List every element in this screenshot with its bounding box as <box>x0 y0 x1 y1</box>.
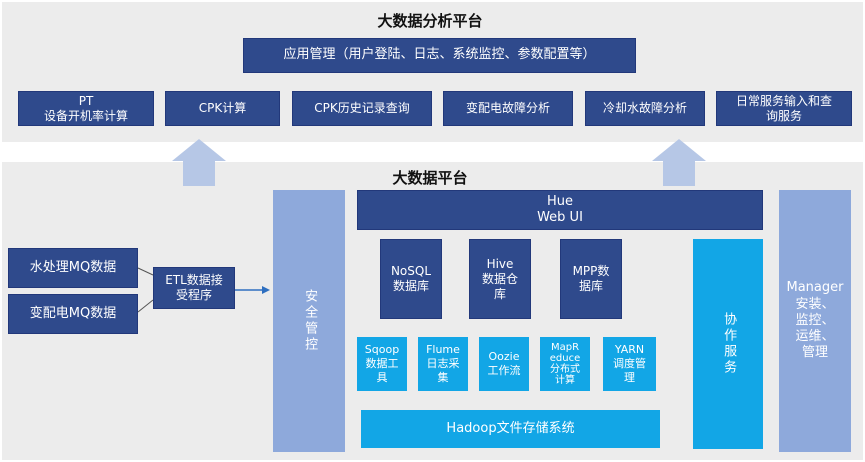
oozie-box: Oozie 工作流 <box>479 337 529 391</box>
security-control-label: 安全管控 <box>302 289 318 353</box>
etl-box: ETL数据接 受程序 <box>153 267 235 309</box>
sqoop-box: Sqoop 数据工 具 <box>357 337 407 391</box>
security-control-box: 安全管控 <box>273 190 345 452</box>
source1-connector <box>137 267 154 276</box>
up-arrow-left <box>172 139 226 186</box>
substation-mq-box: 变配电MQ数据 <box>8 294 138 334</box>
daily-service-box: 日常服务输入和查 询服务 <box>716 91 852 126</box>
up-arrow-right <box>652 139 706 186</box>
source2-connector <box>137 299 154 313</box>
cpk-calc-box: CPK计算 <box>165 91 280 126</box>
yarn-box: YARN 调度管 理 <box>603 337 656 391</box>
hive-box: Hive 数据仓 库 <box>469 239 531 319</box>
mpp-box: MPP数 据库 <box>560 239 622 319</box>
water-treatment-mq-box: 水处理MQ数据 <box>8 248 138 288</box>
flume-box: Flume 日志采 集 <box>418 337 468 391</box>
app-management-box: 应用管理（用户登陆、日志、系统监控、参数配置等） <box>243 38 636 73</box>
hdfs-box: Hadoop文件存储系统 <box>361 410 660 448</box>
coop-service-box: 协作服务 <box>693 239 763 449</box>
coop-service-label: 协作服务 <box>721 312 737 376</box>
pt-rate-box: PT 设备开机率计算 <box>18 91 154 126</box>
nosql-box: NoSQL 数据库 <box>380 239 442 319</box>
substation-fault-box: 变配电故障分析 <box>443 91 573 126</box>
cooling-water-fault-box: 冷却水故障分析 <box>585 91 705 126</box>
analysis-platform-title: 大数据分析平台 <box>377 12 483 30</box>
cpk-history-box: CPK历史记录查询 <box>292 91 432 126</box>
manager-box: Manager 安装、 监控、 运维、 管理 <box>779 190 851 452</box>
big-data-platform-title: 大数据平台 <box>392 169 468 187</box>
hue-webui-box: Hue Web UI <box>357 190 763 230</box>
etl-arrow-head <box>262 286 270 294</box>
mapreduce-box: MapR educe 分布式 计算 <box>540 337 590 391</box>
